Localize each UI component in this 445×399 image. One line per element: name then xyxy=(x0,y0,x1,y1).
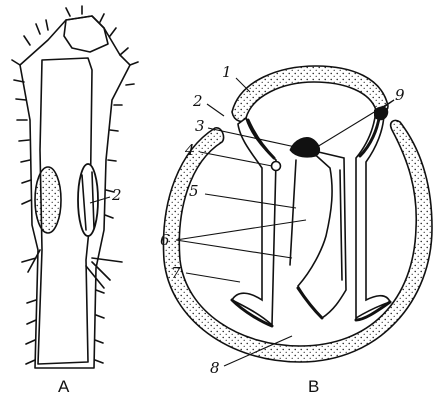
bud-right xyxy=(78,164,98,236)
leader-b-6a xyxy=(176,220,306,240)
label-b-1: 1 xyxy=(222,63,232,81)
label-b-8: 8 xyxy=(210,359,220,377)
label-b-2: 2 xyxy=(192,92,203,110)
leader-b-7 xyxy=(186,273,240,282)
outer-ring xyxy=(163,120,432,362)
caption-b: B xyxy=(308,377,319,396)
label-a-2: 2 xyxy=(111,186,122,204)
label-b-5: 5 xyxy=(189,182,199,200)
leader-b-1 xyxy=(236,78,250,92)
panel-a: 2 A xyxy=(12,6,138,396)
label-b-3: 3 xyxy=(195,117,205,135)
central-fork xyxy=(298,150,346,318)
label-b-9: 9 xyxy=(395,86,405,104)
bud-left xyxy=(35,167,61,233)
small-ring xyxy=(272,162,281,171)
leader-b-5 xyxy=(205,194,296,208)
left-pillar xyxy=(232,118,276,325)
top-leaf xyxy=(64,16,108,52)
leader-b-2 xyxy=(207,104,224,116)
label-b-4: 4 xyxy=(184,141,195,159)
bristles-right xyxy=(66,6,138,363)
label-b-6: 6 xyxy=(160,231,170,249)
top-band xyxy=(232,66,388,121)
right-pillar xyxy=(356,110,390,318)
label-b-7: 7 xyxy=(171,264,181,282)
caption-a: A xyxy=(58,377,70,396)
dark-knob xyxy=(290,138,320,158)
panel-b: 1 2 3 4 5 6 7 8 9 B xyxy=(160,63,432,396)
